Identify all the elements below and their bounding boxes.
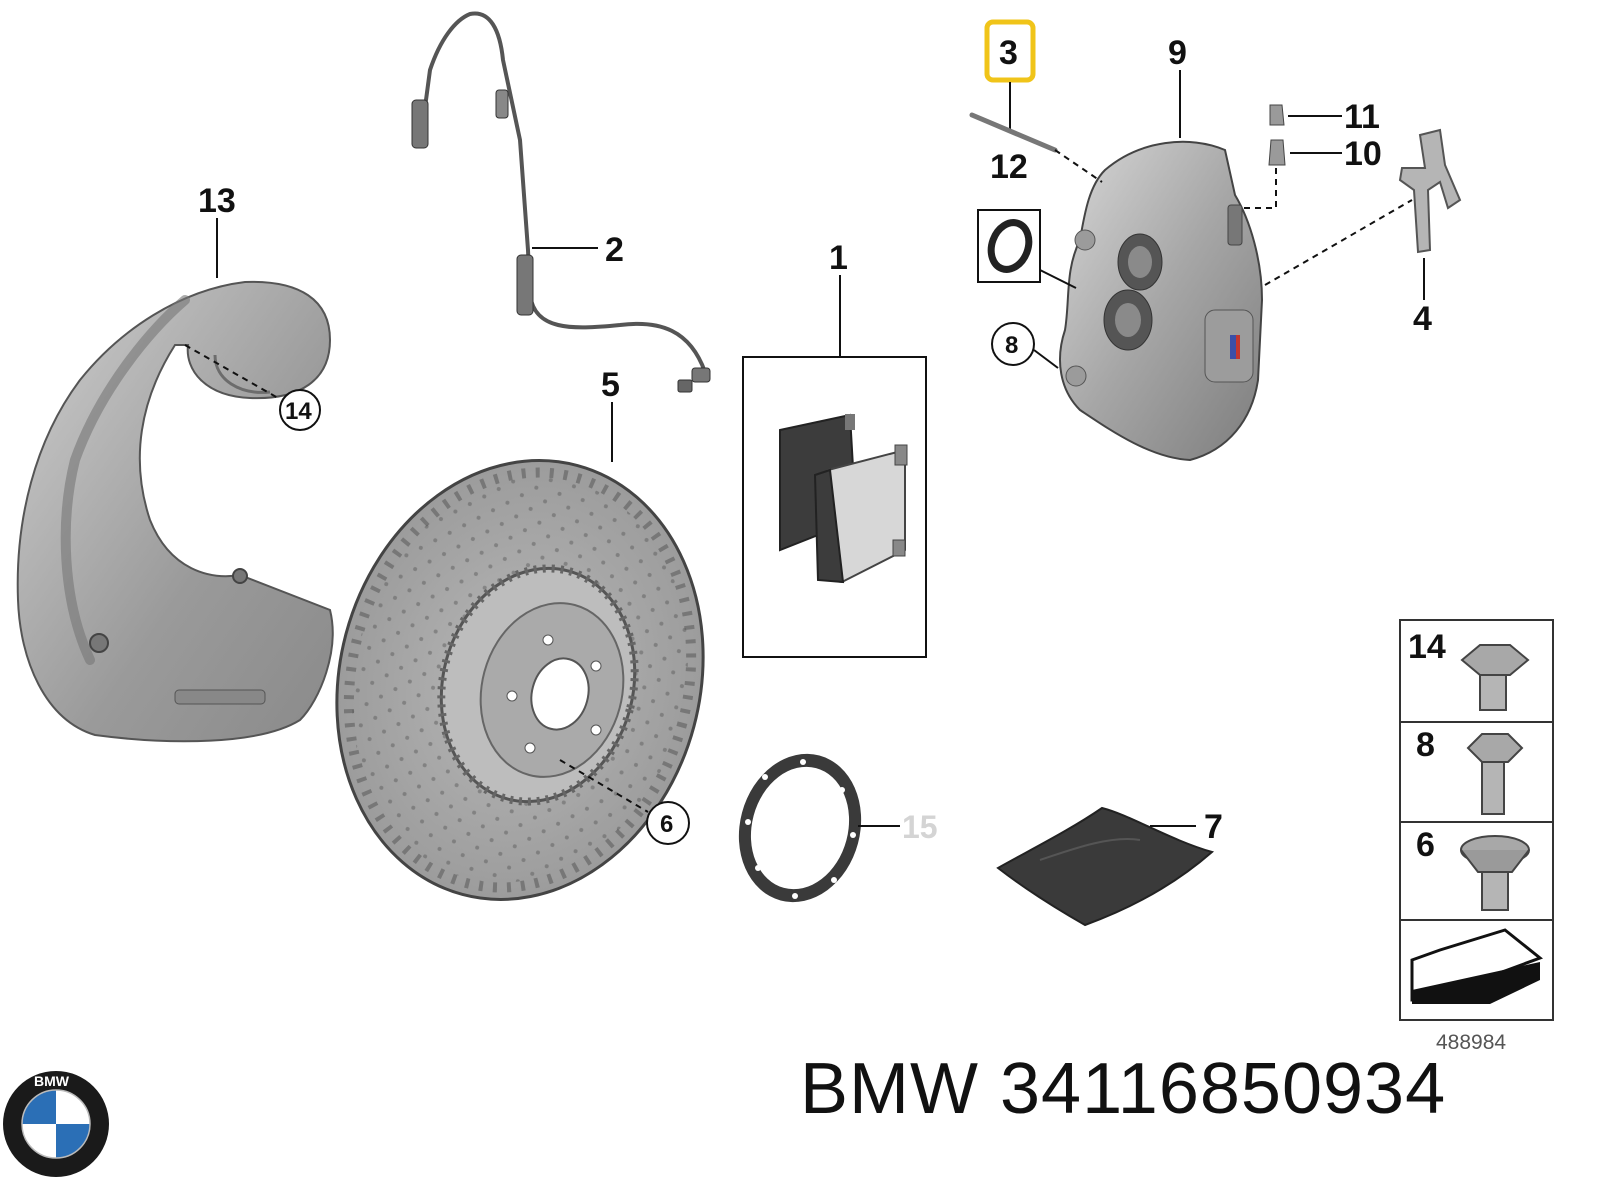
- callout-5: 5: [601, 366, 620, 404]
- callout-8-circle: [991, 322, 1035, 366]
- leader-10-dash: [1244, 168, 1277, 209]
- wear-sensor-part: [411, 11, 711, 393]
- callout-15: 15: [902, 809, 938, 845]
- orientation-arrow-icon: [1410, 928, 1544, 1004]
- spring-clip-part: [1398, 128, 1462, 254]
- callout-13: 13: [198, 182, 236, 220]
- gasket-part: [738, 753, 862, 903]
- callout-10: 10: [1344, 135, 1382, 173]
- leader-12: [1039, 269, 1077, 289]
- callout-3-highlight: [984, 19, 1036, 83]
- bmw-logo-text: BMW: [34, 1073, 70, 1089]
- callout-12: 12: [990, 148, 1028, 186]
- leader-14: [184, 344, 279, 399]
- callout-14: 14: [285, 398, 312, 425]
- leader-4-dash: [1264, 199, 1413, 286]
- callout-11: 11: [1344, 98, 1380, 136]
- part-caption: BMW 34116850934: [800, 1048, 1580, 1130]
- protective-cover-part: [996, 806, 1215, 927]
- seal-ring-part: [987, 219, 1033, 273]
- leader-3-dash: [1054, 149, 1103, 183]
- bleeder-parts: [1268, 104, 1286, 166]
- brake-pads-part: [779, 413, 908, 584]
- hex-bolt-icon: [1466, 733, 1524, 815]
- leader-8: [1033, 349, 1059, 369]
- callout-6-circle: [646, 801, 690, 845]
- callout-1: 1: [829, 239, 848, 277]
- caption-brand: BMW: [800, 1049, 979, 1129]
- guide-pin-part: [969, 112, 1058, 153]
- dust-shield-part: [16, 280, 334, 743]
- drawing-number: 488984: [1436, 1031, 1506, 1054]
- callout-7: 7: [1204, 808, 1223, 846]
- callout-3: 3: [999, 34, 1018, 72]
- caption-part-number: 34116850934: [999, 1049, 1447, 1129]
- callout-8: 8: [1005, 332, 1018, 359]
- callout-2: 2: [605, 231, 624, 269]
- callout-4: 4: [1413, 300, 1432, 338]
- fastener-legend: 14 8 6: [1399, 619, 1554, 1021]
- brake-caliper-part: [1059, 140, 1264, 462]
- callout-9: 9: [1168, 34, 1187, 72]
- legend-label-8: 8: [1416, 726, 1435, 764]
- legend-label-14: 14: [1408, 628, 1446, 666]
- brake-disc-part: [335, 459, 705, 901]
- bmw-logo: BMW: [3, 1071, 109, 1177]
- callout-6: 6: [660, 811, 673, 838]
- countersunk-screw-icon: [1460, 835, 1530, 911]
- callout-14-circle: [279, 389, 321, 431]
- legend-label-6: 6: [1416, 826, 1435, 864]
- flange-bolt-icon: [1460, 644, 1530, 711]
